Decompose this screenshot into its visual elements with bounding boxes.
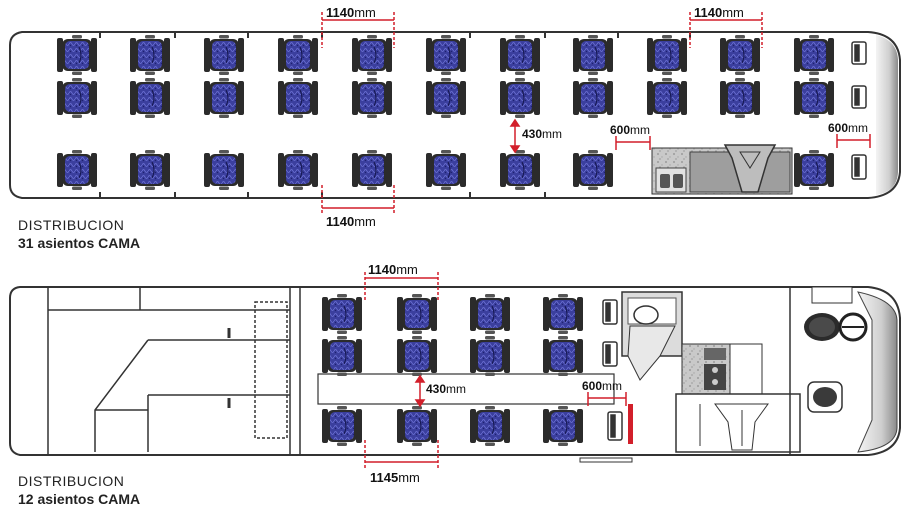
caption-bottom-line1: DISTRIBUCION xyxy=(18,473,125,489)
seat xyxy=(646,35,688,75)
aisle xyxy=(317,373,615,405)
seat xyxy=(129,78,171,118)
seat xyxy=(572,150,614,190)
seat xyxy=(719,78,761,118)
seat xyxy=(469,294,511,334)
seat xyxy=(396,336,438,376)
seat xyxy=(793,35,835,75)
seat xyxy=(793,78,835,118)
caption-top-line2: 31 asientos CAMA xyxy=(18,235,141,251)
seat xyxy=(469,336,511,376)
seat xyxy=(793,150,835,190)
seat xyxy=(203,78,245,118)
dim-clearance-right-label: 600mm xyxy=(828,121,868,135)
seat xyxy=(499,78,541,118)
seat xyxy=(425,78,467,118)
dim-bottom-aisle-label: 430mm xyxy=(426,382,466,396)
seat xyxy=(646,78,688,118)
seat xyxy=(56,35,98,75)
seat xyxy=(499,150,541,190)
dim-bottom-label: 1140mm xyxy=(326,214,376,229)
caption-top-line1: DISTRIBUCION xyxy=(18,217,125,233)
galley-bottom xyxy=(675,343,801,453)
rear-compartment xyxy=(47,287,301,455)
seat xyxy=(572,78,614,118)
step xyxy=(579,457,633,463)
seat xyxy=(351,35,393,75)
dim-bottom-bottom-label: 1145mm xyxy=(370,470,420,485)
seat xyxy=(542,294,584,334)
seat xyxy=(56,150,98,190)
seat xyxy=(469,406,511,446)
seat xyxy=(129,150,171,190)
dim-aisle-label: 430mm xyxy=(522,127,562,141)
caption-bottom: DISTRIBUCION 12 asientos CAMA xyxy=(18,472,140,508)
dim-bottom-clearance-label: 600mm xyxy=(582,379,622,393)
seat xyxy=(321,406,363,446)
windshield-bottom xyxy=(857,291,898,453)
dim-top-right-label: 1140mm xyxy=(694,5,744,20)
crew-seats-top xyxy=(851,41,867,180)
bus-31-seats: 1140mm 1140mm 430mm 600mm 600mm 1140mm xyxy=(9,5,901,229)
seat xyxy=(396,406,438,446)
seat xyxy=(277,78,319,118)
seat xyxy=(719,35,761,75)
seat xyxy=(351,150,393,190)
seat xyxy=(277,35,319,75)
seat xyxy=(321,294,363,334)
seat xyxy=(542,336,584,376)
seat xyxy=(203,150,245,190)
windshield xyxy=(876,35,898,195)
seat xyxy=(425,150,467,190)
seat xyxy=(499,35,541,75)
seat xyxy=(203,35,245,75)
dim-bottom-top-label: 1140mm xyxy=(368,262,418,277)
seat xyxy=(351,78,393,118)
seat xyxy=(56,78,98,118)
galley-top xyxy=(651,144,793,195)
bus-12-seats: 1140mm 430mm 600mm 1145mm xyxy=(9,262,901,485)
restroom xyxy=(621,291,683,444)
driver-area xyxy=(789,286,868,455)
seat xyxy=(129,35,171,75)
dim-clearance-mid-label: 600mm xyxy=(610,123,650,137)
seat xyxy=(396,294,438,334)
dimension-lines-bottom xyxy=(364,272,627,470)
seat xyxy=(277,150,319,190)
caption-top: DISTRIBUCION 31 asientos CAMA xyxy=(18,216,140,252)
crew-seats-bottom xyxy=(602,299,623,441)
seat xyxy=(425,35,467,75)
dimension-lines-top xyxy=(321,12,871,215)
seat xyxy=(321,336,363,376)
caption-bottom-line2: 12 asientos CAMA xyxy=(18,491,141,507)
seat xyxy=(572,35,614,75)
seat xyxy=(542,406,584,446)
dim-top-left-label: 1140mm xyxy=(326,5,376,20)
